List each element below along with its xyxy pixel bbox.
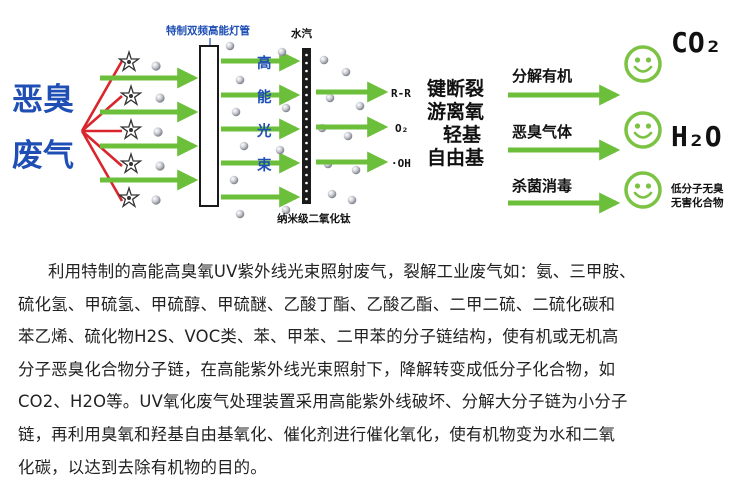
outcome-arrows (508, 84, 621, 214)
smiley-icon-h2o (624, 111, 662, 149)
outcome-sterilize: 杀菌消毒 (512, 177, 572, 195)
catalyst-label: 纳米级二氧化钛 (277, 212, 351, 225)
product-safe-line1: 低分子无臭 (670, 182, 724, 195)
process-line-3: 轻基 (443, 123, 482, 146)
beam-spheres (225, 41, 291, 219)
product-safe-line2: 无害化合物 (670, 196, 724, 209)
lamp-label: 特制双频高能灯管 (166, 24, 250, 37)
catalyst-dots (305, 53, 308, 201)
source-label-line2: 废气 (12, 138, 74, 174)
uv-process-diagram: 恶臭 废气 特制双频高能灯管 (12, 24, 724, 225)
beam-char-4: 束 (257, 157, 272, 174)
product-co2: CO₂ (671, 26, 722, 59)
beam-arrows (221, 50, 301, 208)
vapor-label: 水汽 (290, 27, 312, 40)
smiley-icon-co2 (624, 45, 662, 83)
beam-text: 高 能 光 束 (256, 54, 272, 174)
radical-rr: R-R (391, 87, 411, 100)
radical-o2: O₂ (395, 122, 408, 135)
process-line-4: 自由基 (427, 146, 485, 169)
description-line-1: 利用特制的高能高臭氧UV紫外线光束照射废气，裂解工业废气如：氨、三甲胺、 (48, 262, 636, 281)
output-spheres (317, 55, 365, 205)
smiley-icon-safe (624, 171, 662, 209)
input-arrows (100, 67, 199, 191)
process-text: 键断裂 游离氧 轻基 自由基 (426, 77, 485, 169)
radical-arrows (316, 81, 389, 173)
input-spheres (151, 61, 165, 205)
beam-char-3: 光 (256, 122, 272, 140)
beam-char-2: 能 (257, 88, 272, 106)
radical-labels: R-R O₂ ·OH (391, 87, 411, 170)
outcome-labels: 分解有机 恶臭气体 杀菌消毒 (512, 67, 573, 195)
description-line-7: 化碳，以达到去除有机物的目的。 (18, 457, 267, 477)
source-fan-lines (80, 60, 124, 202)
description-line-3: 苯乙烯、硫化物H2S、VOC类、苯、甲苯、二甲苯的分子链结构，使有机或无机高 (18, 327, 619, 347)
process-line-2: 游离氧 (427, 100, 484, 123)
description-line-6: 链，再利用臭氧和羟基自由基氧化、催化剂进行催化氧化，使有机物变为水和二氧 (18, 424, 616, 444)
description-line-4: 分子恶臭化合物分子链，在高能紫外线光束照射下，降解转变成低分子化合物，如 (18, 359, 616, 379)
source-label-line1: 恶臭 (12, 82, 74, 118)
process-line-1: 键断裂 (426, 77, 484, 100)
description-paragraph: 利用特制的高能高臭氧UV紫外线光束照射废气，裂解工业废气如：氨、三甲胺、 硫化氢… (18, 256, 740, 484)
odor-molecules (117, 49, 143, 209)
description-line-2: 硫化氢、甲硫氢、甲硫醇、甲硫醚、乙酸丁酯、乙酸乙酯、二甲二硫、二硫化碳和 (18, 294, 616, 314)
lamp-tube (199, 45, 219, 207)
beam-char-1: 高 (257, 54, 272, 72)
description-line-5: CO2、H2O等。UV氧化废气处理装置采用高能紫外线破坏、分解大分子链为小分子 (18, 392, 628, 412)
outcome-decompose: 分解有机 (512, 67, 572, 85)
product-h2o: H₂O (671, 120, 722, 153)
outcome-odor: 恶臭气体 (512, 123, 573, 141)
radical-oh: ·OH (391, 157, 411, 170)
